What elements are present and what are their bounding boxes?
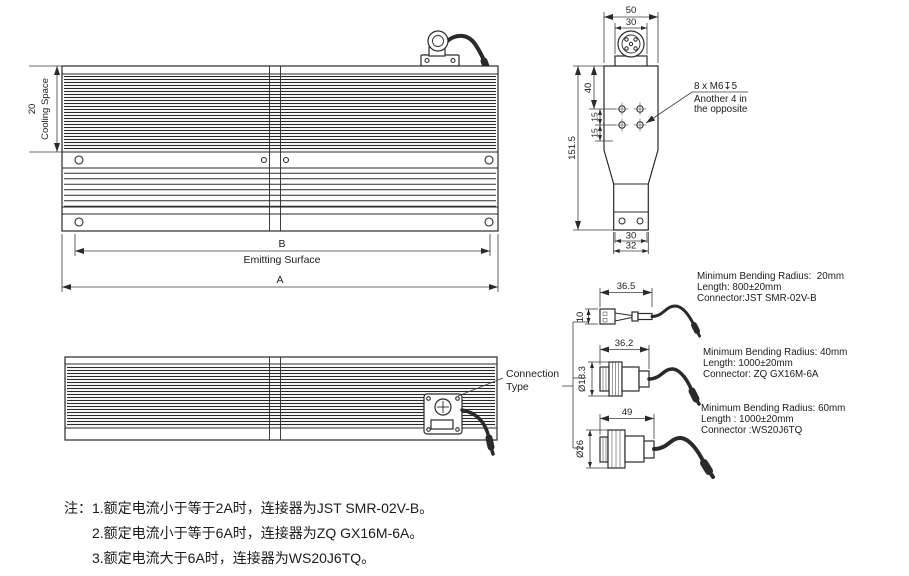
jst-cable-length: Length: 800±20mm	[697, 282, 781, 293]
gx16-drawing	[599, 361, 701, 406]
dim-overall-length: A	[61, 234, 499, 292]
note-1: 注：1.额定电流小于等于2A时，连接器为JST SMR-02V-B。	[64, 500, 433, 516]
dim-32-label: 32	[626, 241, 637, 252]
connector-option-gx16: 36.2 Ø18.3 Minimum Bending Radius: 40mm …	[577, 338, 847, 406]
side-connector	[614, 30, 648, 68]
thread-callout-text: 8 x M6↧5	[694, 81, 738, 92]
emitting-surface-label: Emitting Surface	[243, 254, 320, 266]
side-body	[603, 65, 659, 231]
dim-top-30: 30	[614, 17, 648, 54]
notes: 注：1.额定电流小于等于2A时，连接器为JST SMR-02V-B。 2.额定电…	[64, 500, 433, 566]
ws20-dim-diameter: Ø26	[575, 429, 608, 469]
gx16-bend-radius: Minimum Bending Radius: 40mm	[703, 347, 847, 358]
dim-bottom-30: 30	[614, 231, 648, 243]
ws20-cable-length: Length : 1000±20mm	[701, 414, 794, 425]
gx16-diameter-dim: Ø18.3	[577, 366, 588, 392]
ws20-connector-model: Connector :WS20J6TQ	[701, 425, 803, 436]
dim-40-label: 40	[583, 83, 594, 94]
gx16-cable-length: Length: 1000±20mm	[703, 358, 793, 369]
dim-30-top-label: 30	[626, 17, 637, 28]
jst-drawing	[599, 304, 701, 338]
ws20-bend-radius: Minimum Bending Radius: 60mm	[701, 403, 845, 414]
ws20-specs: Minimum Bending Radius: 60mm Length : 10…	[701, 403, 845, 436]
jst-bend-radius: Minimum Bending Radius: 20mm	[697, 271, 844, 282]
connector-option-ws20: 49 Ø26 Minimum Bending Radius: 60mm Leng…	[575, 403, 845, 479]
dim-a-label: A	[276, 274, 283, 286]
dim-emitting-surface: B Emitting Surface	[74, 234, 491, 266]
jst-connector-model: Connector:JST SMR-02V-B	[697, 293, 817, 304]
side-view: 50 30 151.5 40 15 15 8	[567, 5, 748, 254]
gx16-connector-model: Connector: ZQ GX16M-6A	[703, 369, 819, 380]
dim-b-label: B	[278, 238, 285, 250]
thread-note-1: Another 4 in	[694, 94, 747, 105]
front-power-connector	[420, 30, 491, 77]
dim-cooling-space: 20 Cooling Space	[27, 65, 62, 153]
dim-15-1-label: 15	[590, 112, 600, 122]
jst-height-dim: 10	[575, 312, 586, 323]
gx16-dim-length: 36.2	[599, 338, 650, 369]
dim-50-label: 50	[626, 5, 637, 16]
dim-151-5-label: 151.5	[567, 136, 578, 160]
front-body	[61, 65, 499, 232]
dim-hole-pitch: 15 15	[590, 109, 616, 142]
connection-type-line2: Type	[506, 381, 529, 393]
jst-specs: Minimum Bending Radius: 20mm Length: 800…	[697, 271, 844, 304]
gx16-specs: Minimum Bending Radius: 40mm Length: 100…	[703, 347, 847, 380]
gx16-length-dim: 36.2	[615, 338, 634, 349]
front-view: 20 Cooling Space B Emitting Surface A	[27, 30, 499, 292]
ws20-length-dim: 49	[622, 407, 633, 418]
dim-30-bottom-label: 30	[626, 231, 637, 242]
dim-height-151-5: 151.5	[567, 65, 614, 231]
jst-dim-height: 10	[575, 308, 598, 325]
dim-hole-offset-40: 40	[583, 66, 616, 110]
gx16-dim-diameter: Ø18.3	[577, 361, 609, 397]
jst-length-dim: 36.5	[617, 281, 636, 292]
jst-dim-length: 36.5	[599, 281, 653, 307]
note-3: 3.额定电流大于6A时，连接器为WS20J6TQ。	[92, 550, 375, 566]
dim-bottom-32: 32	[613, 232, 649, 254]
bottom-connector	[423, 393, 495, 456]
connector-option-jst: 36.5 10 Minimum Bending Radius: 20mm Len…	[575, 271, 844, 338]
ws20-drawing	[599, 429, 715, 479]
dim-15-2-label: 15	[590, 128, 600, 138]
ws20-diameter-dim: Ø26	[575, 440, 586, 458]
ws20-dim-length: 49	[599, 407, 655, 439]
cooling-space-value: 20	[27, 104, 38, 115]
cooling-space-label: Cooling Space	[40, 78, 51, 140]
bottom-view: Connection Type	[64, 321, 588, 456]
thread-note-2: the opposite	[694, 104, 748, 115]
dim-top-50: 50	[603, 5, 659, 63]
note-2: 2.额定电流小于等于6A时，连接器为ZQ GX16M-6A。	[92, 525, 423, 541]
thread-callout: 8 x M6↧5 Another 4 in the opposite	[645, 81, 748, 124]
connection-type-callout: Connection Type	[457, 321, 588, 449]
connection-type-line1: Connection	[506, 368, 559, 380]
